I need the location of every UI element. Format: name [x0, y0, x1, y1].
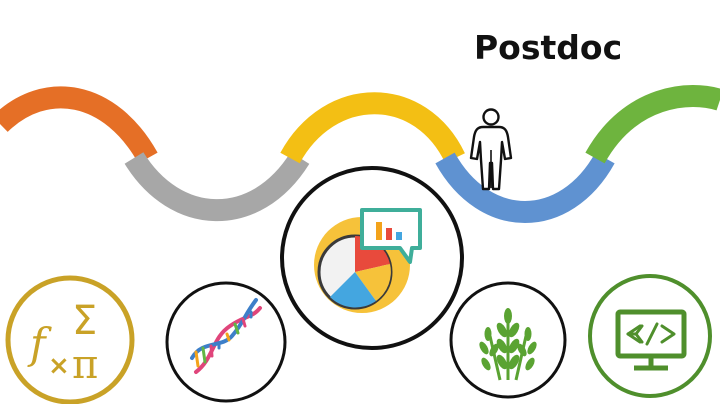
wave-segment-orange — [0, 86, 158, 164]
wave-segment-blue — [435, 152, 615, 223]
career-wave — [0, 85, 720, 223]
code-monitor-icon — [615, 309, 687, 371]
dna-node — [165, 281, 287, 403]
person-icon — [469, 108, 513, 191]
math-node-ring — [5, 275, 135, 404]
wave-segment-green — [585, 85, 720, 164]
data-analytics-icon — [314, 208, 422, 313]
code-node — [588, 274, 712, 398]
svg-text:Σ: Σ — [72, 298, 97, 344]
dna-icon — [190, 298, 262, 374]
svg-text:×: × — [48, 351, 70, 381]
stage-title: Postdoc — [474, 28, 623, 67]
math-node: f × Σ π — [5, 275, 135, 404]
analytics-node — [280, 166, 464, 350]
agriculture-node — [449, 281, 567, 399]
wheat-plant-icon — [479, 308, 537, 381]
wave-segment-gray — [124, 151, 310, 222]
svg-text:π: π — [72, 342, 98, 388]
wave-segment-yellow — [280, 92, 465, 164]
